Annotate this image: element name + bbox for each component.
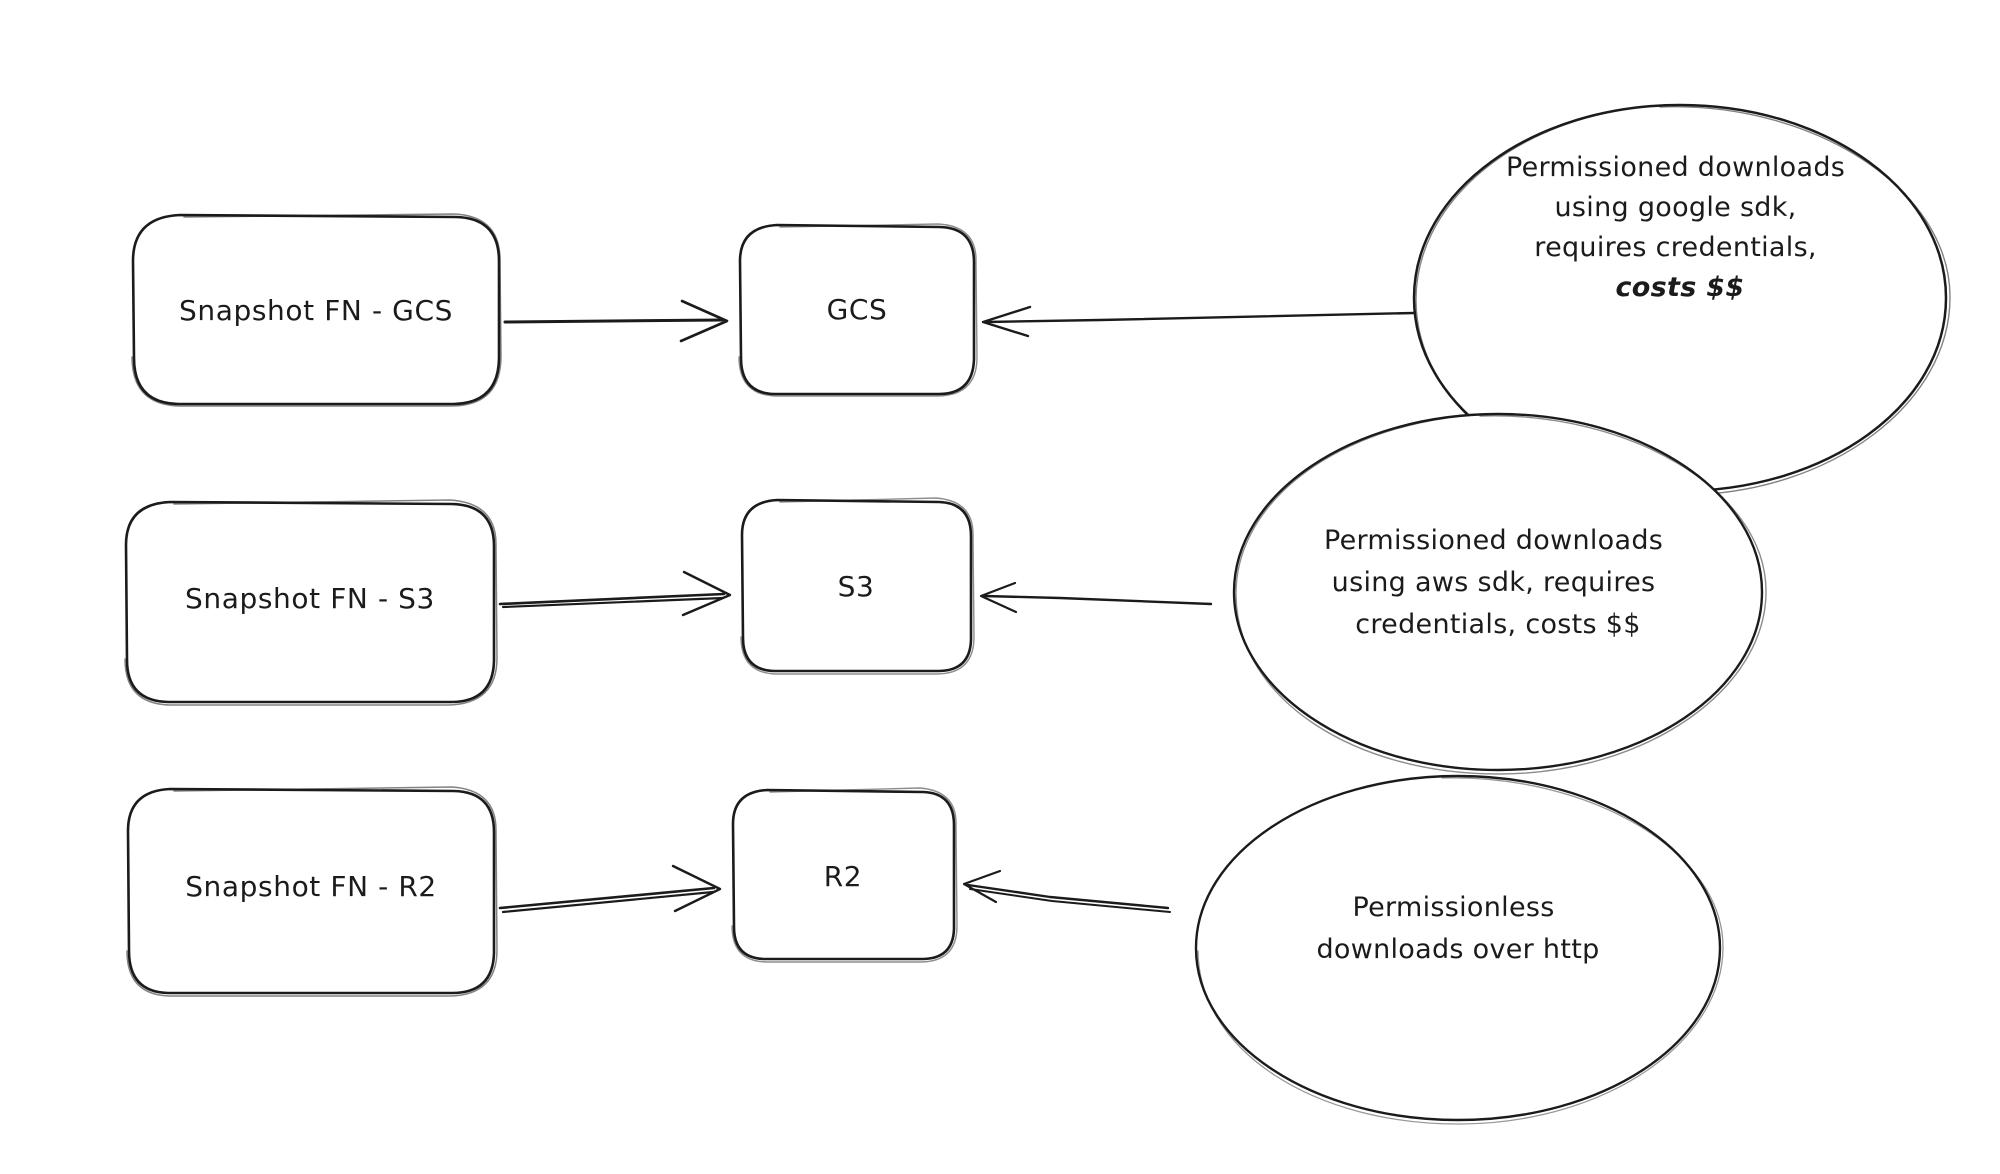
node-label-gcs: GCS [827,293,888,326]
edge-note-s3-to-s3 [979,581,1213,614]
edge-snapshot-fn-r2-to-r2 [498,864,722,914]
edge-snapshot-fn-s3-to-s3 [498,570,732,617]
edge-note-gcs-to-gcs [981,305,1416,338]
node-gcs[interactable]: GCS [738,223,978,397]
edge-note-r2-to-r2 [962,869,1171,913]
note-label-s3: Permissioned downloads using aws sdk, re… [1324,525,1672,640]
note-label-gcs: Permissioned downloads using google sdk,… [1506,152,1854,303]
row-r2: Snapshot FN - R2 R2 [126,774,1724,1125]
node-snapshot-fn-gcs[interactable]: Snapshot FN - GCS [131,213,502,407]
node-label-r2: R2 [824,860,862,893]
node-snapshot-fn-r2[interactable]: Snapshot FN - R2 [126,786,498,997]
edge-snapshot-fn-gcs-to-gcs [503,299,729,343]
node-label-snapshot-fn-gcs: Snapshot FN - GCS [179,294,453,327]
node-label-snapshot-fn-r2: Snapshot FN - R2 [185,870,437,903]
note-r2[interactable]: Permissionless downloads over http [1194,774,1724,1125]
node-label-snapshot-fn-s3: Snapshot FN - S3 [185,582,435,615]
row-s3: Snapshot FN - S3 S3 [124,412,1767,775]
node-s3[interactable]: S3 [740,497,975,675]
note-label-r2: Permissionless downloads over http [1316,892,1599,965]
node-label-s3: S3 [838,570,875,603]
note-s3[interactable]: Permissioned downloads using aws sdk, re… [1232,412,1767,775]
note-gcs[interactable]: Permissioned downloads using google sdk,… [1412,103,1951,496]
node-snapshot-fn-s3[interactable]: Snapshot FN - S3 [124,499,498,706]
node-r2[interactable]: R2 [731,787,958,963]
row-gcs: Snapshot FN - GCS GCS [131,103,1951,496]
